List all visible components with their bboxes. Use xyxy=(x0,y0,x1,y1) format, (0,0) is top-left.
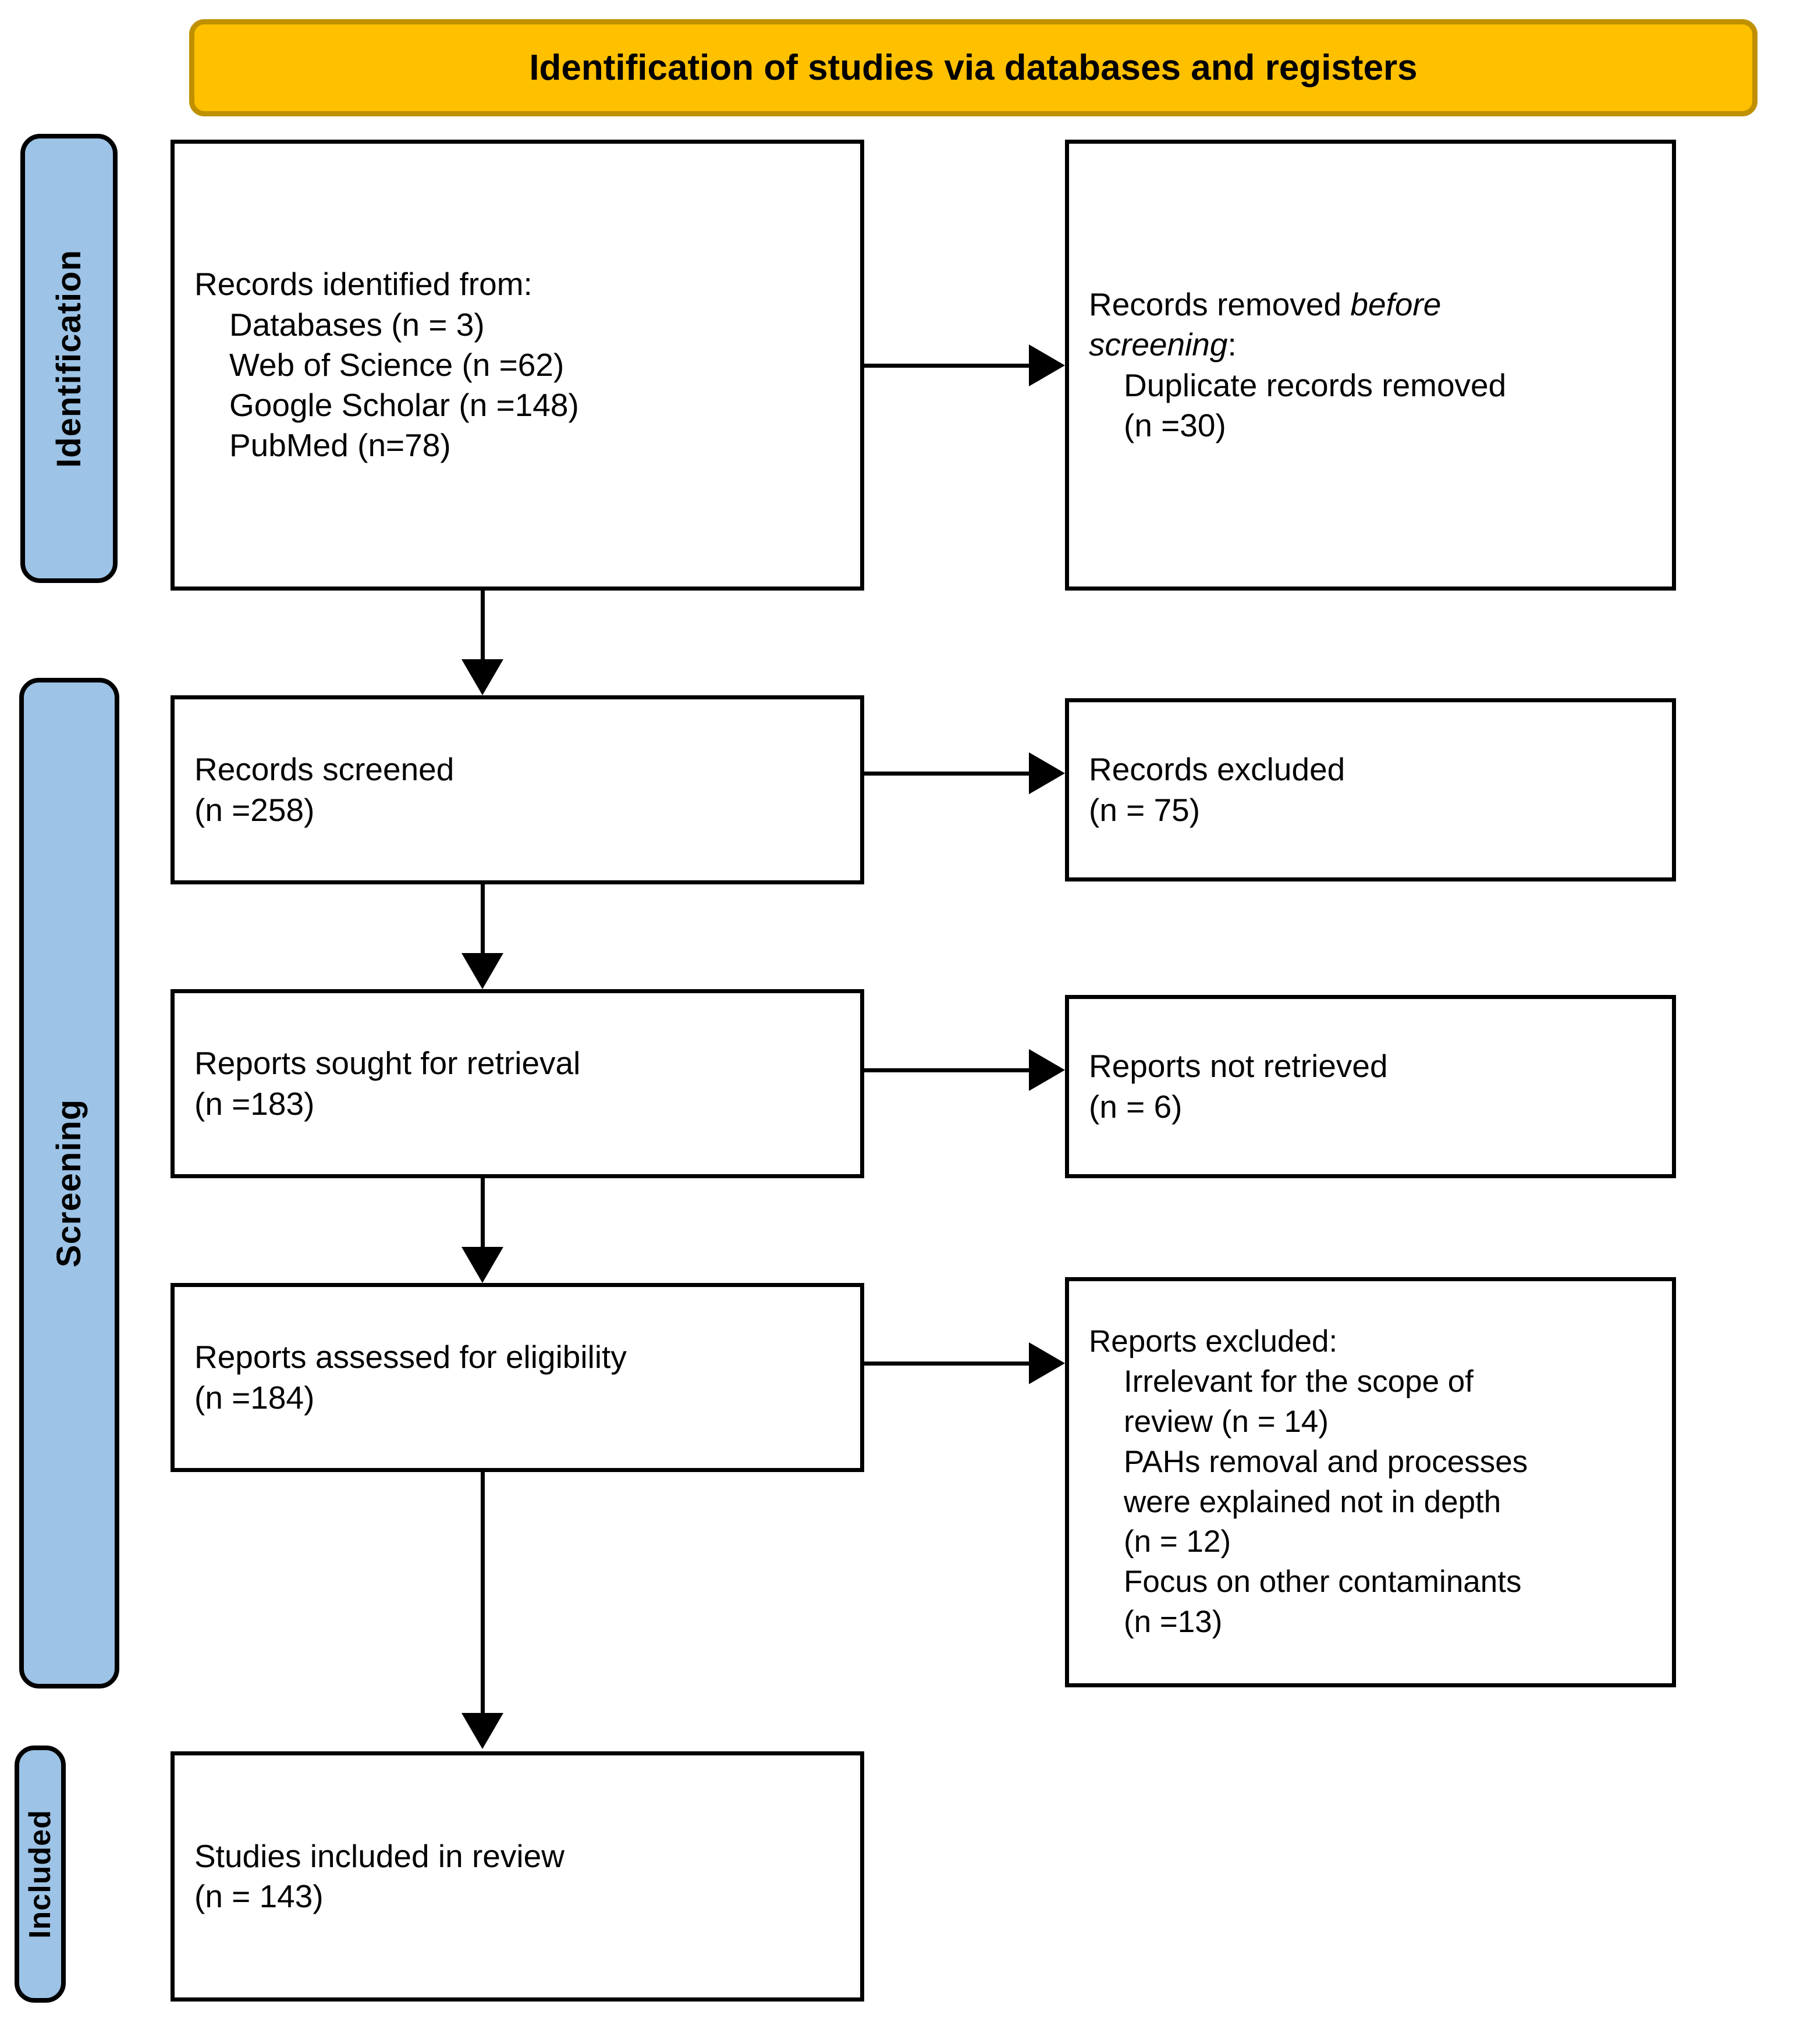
connector-identified-to-screened-line xyxy=(481,591,485,662)
reports-sought-line-1: Reports sought for retrieval xyxy=(194,1045,581,1082)
records-screened-line-1: Records screened xyxy=(194,751,455,788)
stage-label-included: Included xyxy=(15,1746,66,2003)
reports-assessed-line-2: (n =184) xyxy=(194,1379,315,1416)
diagram-header-banner: Identification of studies via databases … xyxy=(189,19,1758,116)
connector-screened-to-sought-arrow xyxy=(461,953,503,989)
reports-assessed-line-1: Reports assessed for eligibility xyxy=(194,1339,627,1375)
box-reports-sought-for-retrieval: Reports sought for retrieval (n =183) xyxy=(171,989,864,1178)
reports-not-retrieved-line-2: (n = 6) xyxy=(1089,1088,1183,1125)
records-excluded-line-1: Records excluded xyxy=(1089,751,1345,788)
records-removed-line-2: screening: xyxy=(1089,326,1237,363)
records-identified-line-3: Web of Science (n =62) xyxy=(229,346,564,383)
connector-assessed-to-included-line xyxy=(481,1472,485,1715)
reports-excluded-line-5: were explained not in depth xyxy=(1124,1484,1501,1519)
stage-included-text: Included xyxy=(23,1810,58,1939)
connector-assessed-to-reportsexcluded-line xyxy=(864,1362,1030,1366)
reports-excluded-line-4: PAHs removal and processes xyxy=(1124,1444,1528,1479)
reports-excluded-line-2: Irrelevant for the scope of xyxy=(1124,1364,1474,1399)
stage-label-identification: Identification xyxy=(20,134,118,583)
connector-screened-to-excluded-line xyxy=(864,772,1030,776)
stage-screening-text: Screening xyxy=(50,1099,88,1268)
connector-assessed-to-reportsexcluded-arrow xyxy=(1029,1342,1065,1384)
stage-identification-text: Identification xyxy=(50,249,88,468)
records-removed-line-3: Duplicate records removed xyxy=(1124,367,1507,403)
reports-excluded-line-6: (n = 12) xyxy=(1124,1524,1231,1559)
records-identified-line-5: PubMed (n=78) xyxy=(229,427,451,464)
box-reports-excluded: Reports excluded: Irrelevant for the sco… xyxy=(1065,1277,1676,1687)
connector-screened-to-sought-line xyxy=(481,884,485,955)
box-records-removed-before-screening: Records removed before screening: Duplic… xyxy=(1065,140,1676,591)
reports-excluded-line-3: review (n = 14) xyxy=(1124,1404,1329,1439)
box-reports-assessed-for-eligibility: Reports assessed for eligibility (n =184… xyxy=(171,1283,864,1472)
studies-included-line-2: (n = 143) xyxy=(194,1878,324,1914)
reports-sought-line-2: (n =183) xyxy=(194,1085,315,1122)
studies-included-line-1: Studies included in review xyxy=(194,1837,564,1874)
records-identified-line-4: Google Scholar (n =148) xyxy=(229,387,579,424)
connector-identified-to-removed-line xyxy=(864,364,1030,368)
connector-sought-to-assessed-arrow xyxy=(461,1247,503,1283)
connector-assessed-to-included-arrow xyxy=(461,1713,503,1749)
connector-identified-to-removed-arrow xyxy=(1029,344,1065,386)
reports-excluded-line-1: Reports excluded: xyxy=(1089,1324,1338,1359)
connector-sought-to-notretrieved-line xyxy=(864,1068,1030,1072)
reports-excluded-line-7: Focus on other contaminants xyxy=(1124,1565,1522,1599)
connector-sought-to-assessed-line xyxy=(481,1178,485,1249)
box-reports-not-retrieved: Reports not retrieved (n = 6) xyxy=(1065,995,1676,1178)
box-records-screened: Records screened (n =258) xyxy=(171,695,864,884)
connector-screened-to-excluded-arrow xyxy=(1029,752,1065,794)
records-excluded-line-2: (n = 75) xyxy=(1089,791,1201,828)
box-studies-included-in-review: Studies included in review (n = 143) xyxy=(171,1751,864,2002)
records-identified-line-2: Databases (n = 3) xyxy=(229,306,485,343)
box-records-excluded: Records excluded (n = 75) xyxy=(1065,698,1676,881)
stage-label-screening: Screening xyxy=(19,678,119,1688)
page-title: Identification of studies via databases … xyxy=(529,48,1418,88)
records-removed-line-4: (n =30) xyxy=(1124,407,1226,443)
records-removed-line-1: Records removed before xyxy=(1089,286,1441,322)
reports-excluded-line-8: (n =13) xyxy=(1124,1605,1223,1640)
records-screened-line-2: (n =258) xyxy=(194,791,315,828)
records-identified-line-1: Records identified from: xyxy=(194,266,532,303)
connector-sought-to-notretrieved-arrow xyxy=(1029,1049,1065,1091)
reports-not-retrieved-line-1: Reports not retrieved xyxy=(1089,1048,1388,1085)
box-records-identified: Records identified from: Databases (n = … xyxy=(171,140,864,591)
connector-identified-to-screened-arrow xyxy=(461,659,503,695)
